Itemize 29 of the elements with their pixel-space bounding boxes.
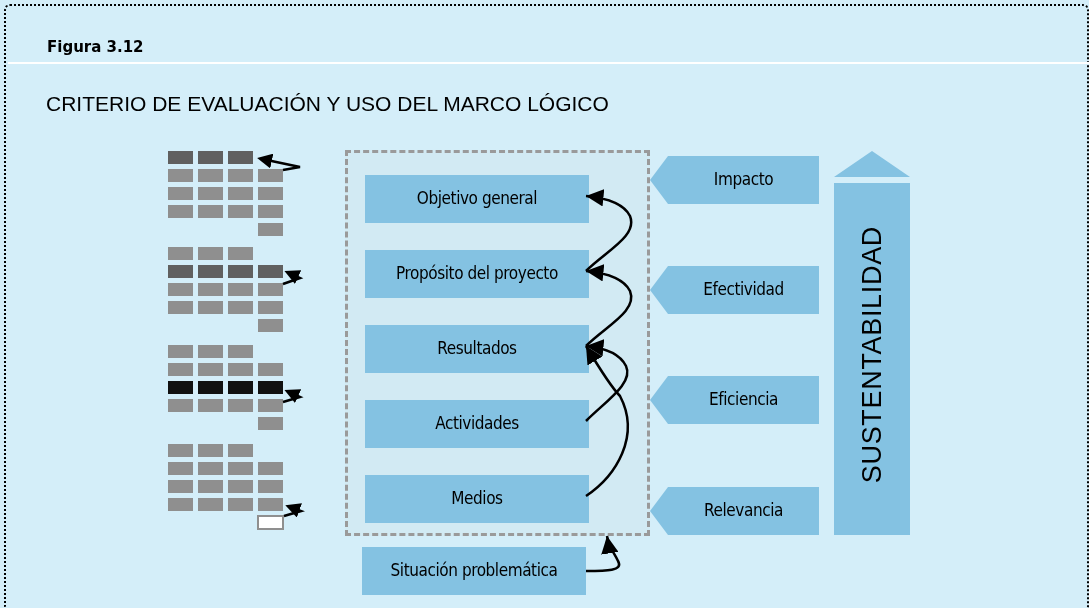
box-label: Efectividad (703, 278, 784, 302)
arrow (584, 345, 629, 497)
process-box (365, 250, 589, 298)
process-box (365, 475, 589, 523)
arrow (585, 189, 633, 272)
box-label: Objetivo general (416, 187, 538, 211)
box-label: Actividades (435, 412, 519, 436)
diagram-title: CRITERIO DE EVALUACIÓN Y USO DEL MARCO LÓGICO (46, 91, 609, 117)
vertical-label: SUSTENTABILIDAD (855, 226, 888, 484)
box-label: Situación problemática (390, 559, 558, 583)
box-label: Impacto (713, 168, 774, 192)
figure-number: Figura 3.12 (47, 37, 144, 58)
process-box (365, 400, 589, 448)
box-label: Eficiencia (709, 388, 778, 412)
arrow (585, 264, 633, 347)
arrow (586, 535, 621, 573)
box-label: Resultados (437, 337, 517, 361)
box-label: Medios (451, 487, 503, 511)
arrow (585, 339, 629, 422)
process-box (365, 175, 589, 223)
criterion-arrow-box (650, 156, 819, 204)
process-box (362, 547, 586, 595)
box-label: Relevancia (704, 499, 783, 523)
criterion-arrow-box (650, 266, 819, 314)
criterion-arrow-box (650, 376, 819, 424)
box-label: Propósito del proyecto (396, 262, 558, 286)
dashed-group-frame (345, 150, 650, 536)
process-box (365, 325, 589, 373)
criterion-arrow-box (650, 487, 819, 535)
